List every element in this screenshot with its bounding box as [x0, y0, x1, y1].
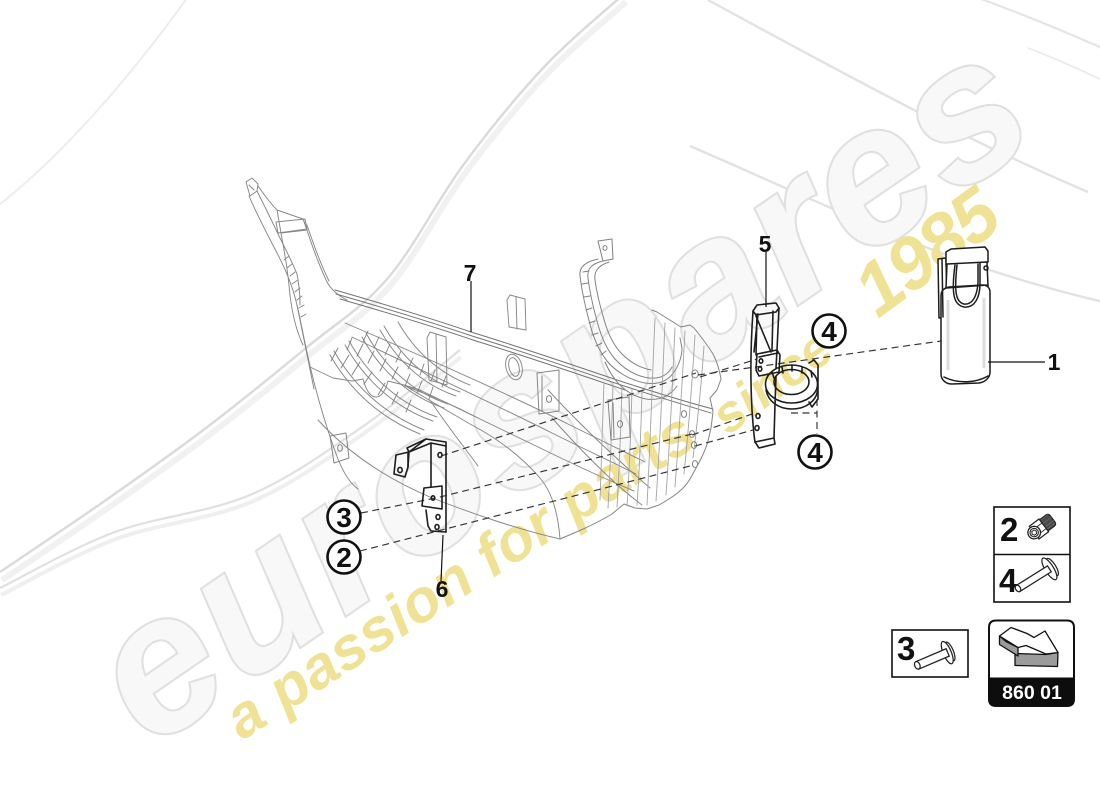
- svg-text:2: 2: [336, 542, 352, 573]
- svg-text:4: 4: [999, 562, 1018, 599]
- svg-text:860 01: 860 01: [1002, 682, 1062, 704]
- svg-text:3: 3: [336, 502, 352, 533]
- svg-text:3: 3: [897, 630, 915, 667]
- svg-text:6: 6: [436, 576, 449, 602]
- svg-text:4: 4: [807, 437, 823, 468]
- svg-text:5: 5: [759, 231, 772, 257]
- svg-text:1: 1: [1048, 349, 1061, 375]
- svg-text:4: 4: [821, 316, 837, 347]
- svg-text:2: 2: [1000, 511, 1018, 548]
- svg-text:7: 7: [464, 260, 477, 286]
